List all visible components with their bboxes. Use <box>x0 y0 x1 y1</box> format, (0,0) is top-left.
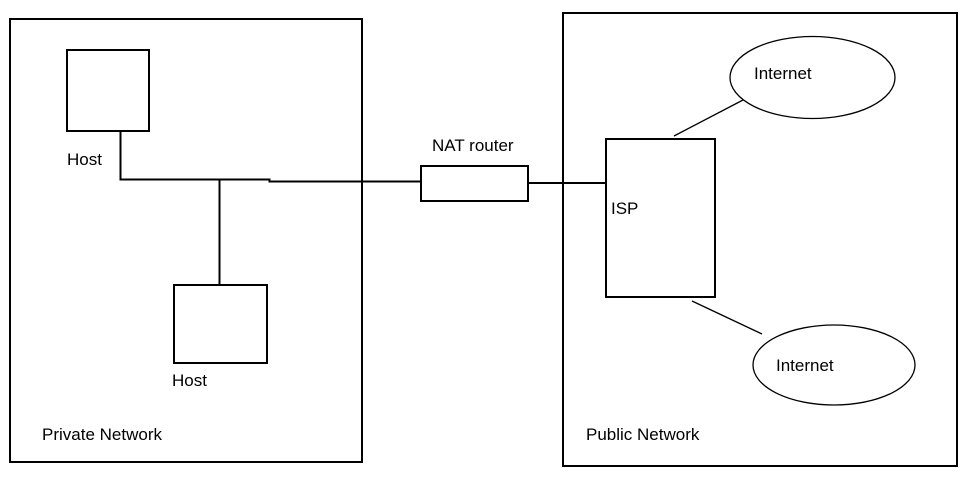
private-network-box <box>9 18 363 463</box>
host-1-label: Host <box>67 150 102 169</box>
host-2-box <box>173 284 268 364</box>
host-2-label: Host <box>172 371 207 390</box>
host-1-box <box>66 49 150 132</box>
connector-host1-to-nat <box>119 131 421 183</box>
nat-router-label: NAT router <box>432 136 514 155</box>
internet-ellipse-bottom <box>752 324 916 406</box>
internet-bottom-label: Internet <box>776 356 834 375</box>
internet-ellipse-top <box>729 35 896 120</box>
isp-label: ISP <box>611 199 638 218</box>
nat-router-box <box>420 165 529 202</box>
isp-box <box>605 138 716 298</box>
internet-top-label: Internet <box>754 64 812 83</box>
connector-isp-to-internet-top <box>673 99 744 137</box>
private-network-label: Private Network <box>42 425 162 444</box>
connector-isp-to-internet-bottom <box>691 300 763 335</box>
public-network-label: Public Network <box>586 425 700 444</box>
public-network-box <box>562 12 958 467</box>
